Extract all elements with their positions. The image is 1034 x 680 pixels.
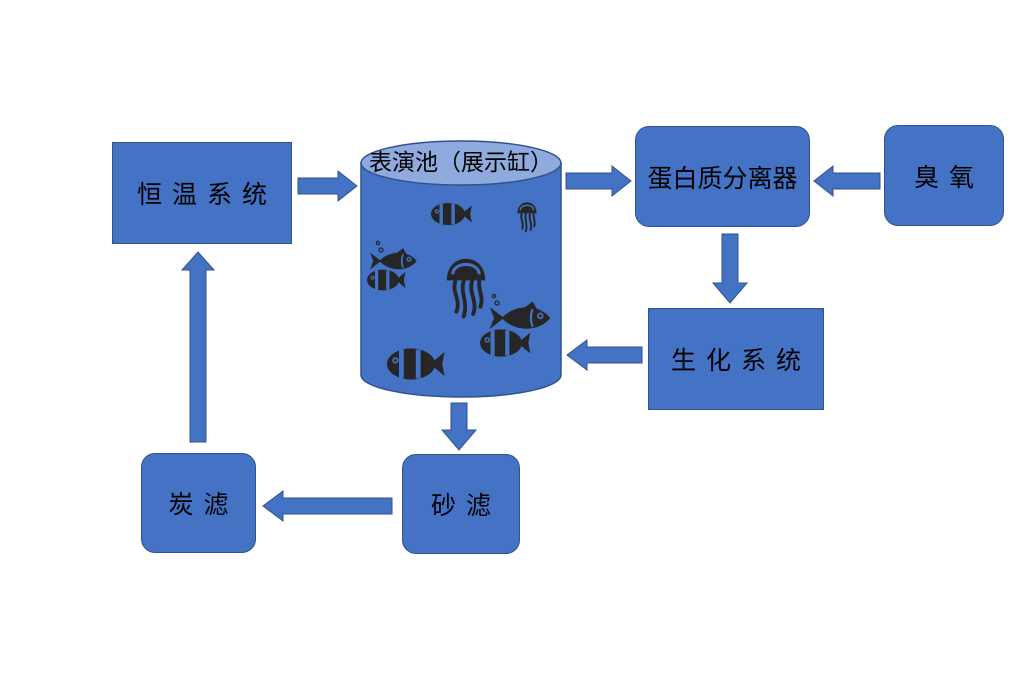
- arrow-sand-to-carbon: [262, 490, 393, 522]
- arrow-bio-to-tank: [566, 339, 643, 371]
- tank-label: 表演池（展示缸）: [369, 150, 553, 176]
- arrow-tank-to-skimmer: [565, 164, 632, 198]
- biochemical-system-box: 生化系统: [648, 308, 824, 410]
- ozone-box: 臭氧: [884, 125, 1004, 226]
- carbon-filter-box: 炭滤: [141, 453, 256, 553]
- arrow-skimmer-to-bio: [711, 233, 749, 304]
- arrow-ozone-to-skimmer: [813, 164, 881, 198]
- protein-skimmer-box: 蛋白质分离器: [635, 126, 810, 227]
- arrow-thermo-to-tank: [297, 169, 358, 203]
- bubbles-icon: [375, 240, 500, 306]
- thermostat-system-box: 恒温系统: [112, 142, 292, 244]
- arrow-carbon-to-thermo: [180, 251, 216, 443]
- tank-top: [360, 140, 562, 186]
- tank-icons: [367, 201, 552, 380]
- sand-filter-box: 砂滤: [402, 454, 520, 554]
- flow-arrows: [180, 164, 881, 522]
- arrow-tank-to-sand: [440, 402, 478, 451]
